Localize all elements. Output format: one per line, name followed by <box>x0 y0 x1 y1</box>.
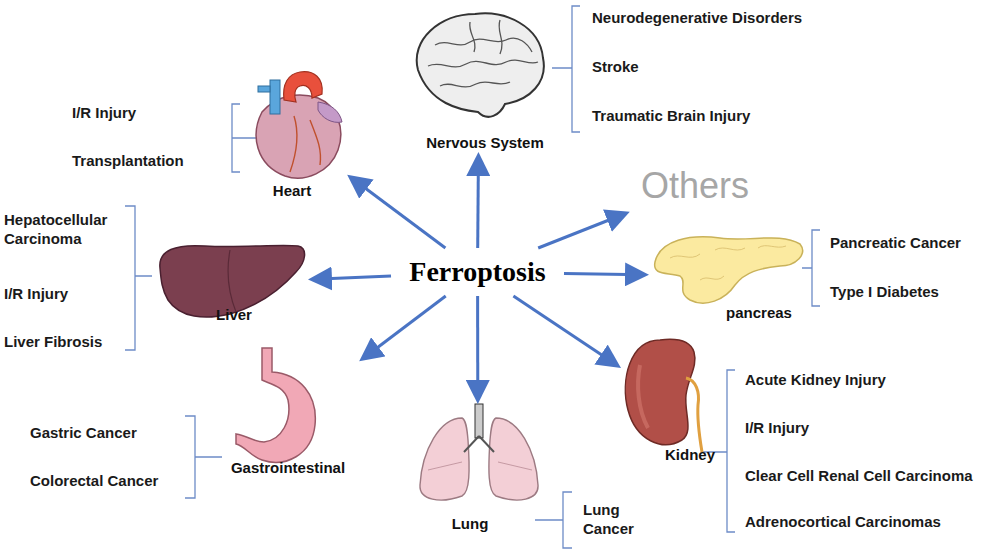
arrow-connector <box>513 296 616 365</box>
organ-heart: Heart <box>238 68 350 202</box>
lung-illustration <box>420 404 538 500</box>
condition-label: Adrenocortical Carcinomas <box>745 513 941 532</box>
arrow-connector <box>538 214 624 248</box>
condition-label: Lung Cancer <box>583 501 653 539</box>
condition-label: Liver Fibrosis <box>4 333 102 352</box>
condition-label: Gastric Cancer <box>30 424 137 443</box>
kidney-illustration <box>625 339 702 452</box>
node-label: Heart <box>273 182 311 199</box>
node-label: Ferroptosis <box>409 256 545 288</box>
condition-label: Hepatocellular Carcinoma <box>4 211 124 249</box>
node-label: Gastrointestinal <box>231 459 345 476</box>
arrow-connector <box>564 273 643 274</box>
arrow-connector <box>314 276 391 279</box>
liver-bracket <box>125 206 152 350</box>
brackets <box>125 6 820 548</box>
organ-kidney: Kidney <box>618 334 720 466</box>
condition-label: I/R Injury <box>4 285 68 304</box>
condition-label: I/R Injury <box>72 104 136 123</box>
node-label: Lung <box>452 515 489 532</box>
pancreas-illustration <box>655 237 803 303</box>
brain-illustration <box>417 13 544 116</box>
organ-liver: Liver <box>152 240 312 326</box>
condition-label: Transplantation <box>72 152 184 171</box>
condition-label: Traumatic Brain Injury <box>592 107 750 126</box>
lung-bracket <box>535 492 572 548</box>
stomach-illustration <box>236 348 315 462</box>
condition-label: Acute Kidney Injury <box>745 371 886 390</box>
gi-bracket <box>185 416 222 498</box>
node-label: Others <box>641 165 749 207</box>
condition-label: Clear Cell Renal Cell Carcinoma <box>745 467 973 486</box>
heart-bracket <box>232 104 256 172</box>
organ-lung: Lung <box>414 400 542 534</box>
condition-label: Pancreatic Cancer <box>830 234 961 253</box>
node-label: pancreas <box>726 304 792 321</box>
condition-label: I/R Injury <box>745 419 809 438</box>
others-label: Others <box>625 160 765 212</box>
arrow-connector <box>476 158 480 248</box>
arrow-connector <box>364 296 446 358</box>
arrow-connector <box>476 296 479 398</box>
condition-label: Stroke <box>592 58 639 77</box>
organ-brain: Nervous System <box>408 6 550 156</box>
pancreas-bracket <box>802 230 820 306</box>
node-label: Liver <box>216 306 252 323</box>
arrow-connector <box>352 178 445 248</box>
organ-pancreas: pancreas <box>645 228 807 324</box>
organ-stomach: Gastrointestinal <box>222 344 362 480</box>
heart-illustration <box>256 72 342 178</box>
condition-label: Type I Diabetes <box>830 283 939 302</box>
node-label: Nervous System <box>426 134 544 151</box>
node-label: Kidney <box>665 446 715 463</box>
brain-bracket <box>552 6 580 132</box>
central-term: Ferroptosis <box>395 252 560 292</box>
condition-label: Colorectal Cancer <box>30 472 158 491</box>
condition-label: Neurodegenerative Disorders <box>592 9 802 28</box>
